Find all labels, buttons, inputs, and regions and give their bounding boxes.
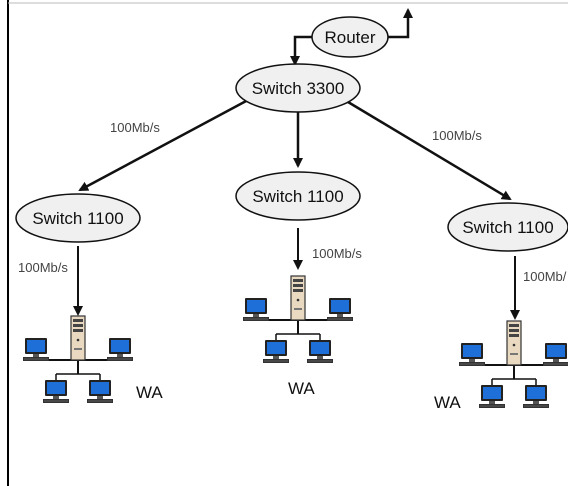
core-switch-node: Switch 3300 (235, 63, 361, 113)
router-to-core-link (290, 35, 313, 66)
rate-label-right-group: 100Mb/ (523, 269, 567, 284)
switch-left-label: Switch 1100 (32, 209, 123, 228)
rate-label-core-left: 100Mb/s (110, 120, 160, 135)
switch-left-node: Switch 1100 (15, 193, 141, 243)
wa-label-right: WA (434, 393, 461, 412)
wa-label-center: WA (288, 379, 315, 398)
router-node: Router (311, 16, 389, 58)
lan-group-center (243, 276, 353, 363)
rate-label-center-group: 100Mb/s (312, 246, 362, 261)
wa-label-left: WA (136, 383, 163, 402)
core-switch-label: Switch 3300 (252, 79, 345, 98)
lan-group-left (23, 316, 133, 403)
switch-right-label: Switch 1100 (462, 218, 553, 237)
switch-center-label: Switch 1100 (252, 187, 343, 206)
router-uplink (388, 8, 413, 39)
core-to-right-link (347, 100, 512, 201)
rate-label-left-group: 100Mb/s (18, 260, 68, 275)
switch-center-node: Switch 1100 (235, 171, 361, 221)
core-to-left-link (78, 98, 249, 192)
router-label: Router (324, 28, 375, 47)
rate-label-core-right: 100Mb/s (432, 128, 482, 143)
switch-right-node: Switch 1100 (447, 202, 568, 252)
lan-group-right (459, 321, 568, 408)
